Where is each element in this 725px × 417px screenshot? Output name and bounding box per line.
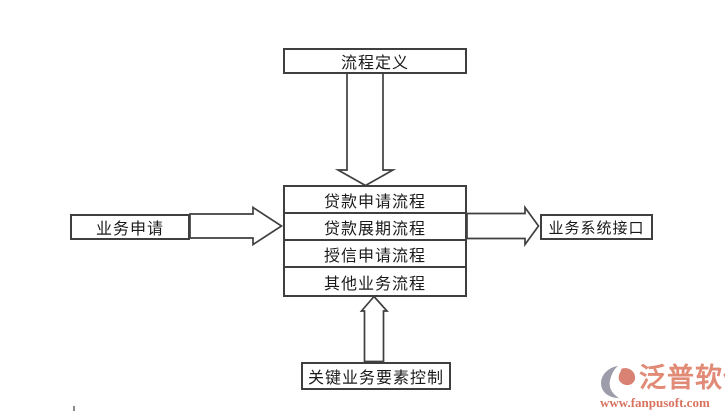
business-application-box: 业务申请 bbox=[70, 214, 190, 240]
fanpu-logo-icon bbox=[601, 365, 636, 399]
key-business-element-control-box: 关键业务要素控制 bbox=[301, 362, 451, 390]
arrow-right-business-application-to-stack-icon bbox=[189, 205, 284, 247]
fanpu-watermark: 泛普软件 www.fanpusoft.com bbox=[596, 362, 725, 412]
stack-row-credit-application: 授信申请流程 bbox=[285, 241, 465, 268]
stack-row-loan-extension: 贷款展期流程 bbox=[285, 214, 465, 241]
fanpu-url-text: www.fanpusoft.com bbox=[600, 395, 710, 410]
process-definition-box: 流程定义 bbox=[283, 48, 467, 74]
stray-tick-mark bbox=[73, 406, 75, 411]
fanpu-brand-text: 泛普软件 bbox=[639, 363, 725, 393]
arrow-up-control-to-stack-icon bbox=[359, 295, 389, 363]
process-stack: 贷款申请流程 贷款展期流程 授信申请流程 其他业务流程 bbox=[283, 185, 467, 297]
business-system-interface-box: 业务系统接口 bbox=[540, 214, 653, 240]
arrow-down-process-definition-to-stack-icon bbox=[334, 72, 397, 187]
arrow-right-stack-to-system-interface-icon bbox=[466, 204, 540, 248]
stack-row-other-business: 其他业务流程 bbox=[323, 275, 426, 293]
stack-row-loan-application: 贷款申请流程 bbox=[285, 187, 465, 214]
